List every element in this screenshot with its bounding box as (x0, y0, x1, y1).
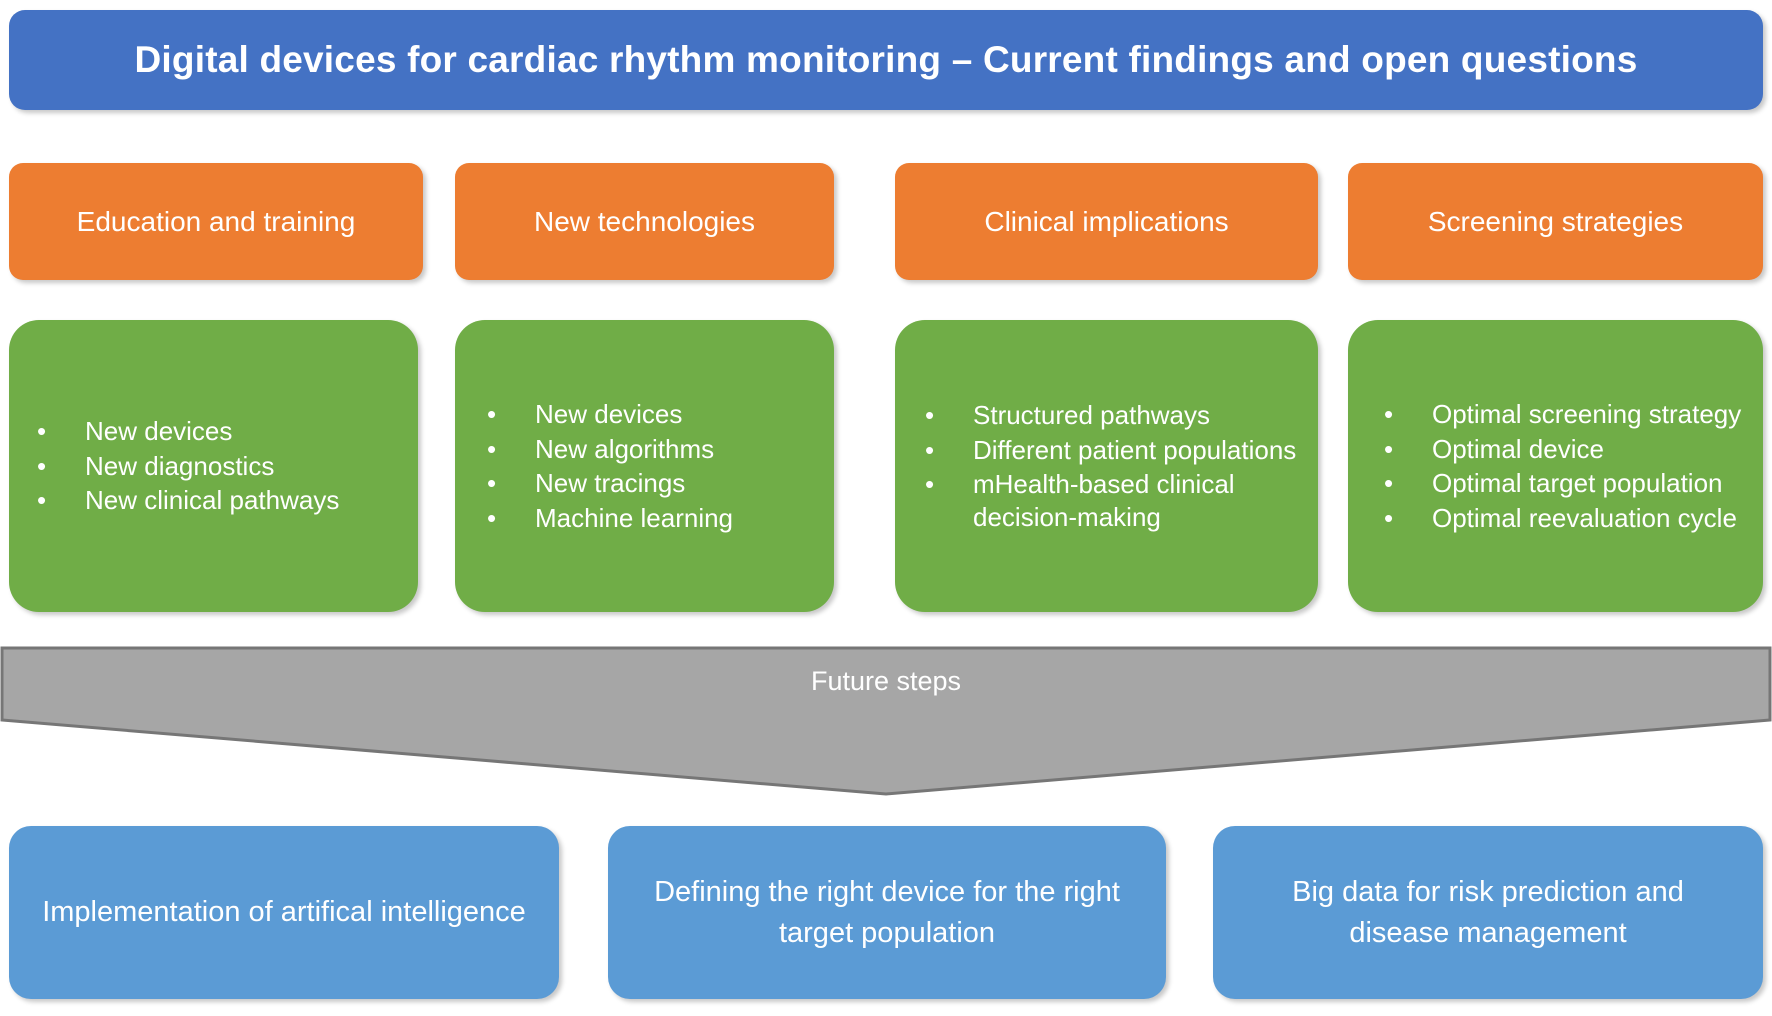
bullet-icon: • (37, 485, 47, 516)
bullet-icon: • (1384, 502, 1394, 533)
bullet-icon: • (37, 450, 47, 481)
detail-bullet-list: • Structured pathways • Different patien… (895, 399, 1318, 533)
list-item-label: Optimal reevaluation cycle (1432, 502, 1737, 533)
list-item-label: New algorithms (535, 433, 715, 464)
detail-bullet-list: • Optimal screening strategy • Optimal d… (1348, 398, 1763, 534)
bullet-icon: • (1384, 433, 1394, 464)
detail-bullet-list: • New devices • New algorithms • New tra… (455, 398, 834, 534)
list-item-label: New clinical pathways (85, 485, 340, 516)
bullet-icon: • (487, 502, 497, 533)
detail-box-clinical-implications: • Structured pathways • Different patien… (895, 320, 1318, 612)
list-item-label: New devices (85, 416, 233, 447)
list-item-label: mHealth-based clinical decision-making (973, 469, 1235, 532)
future-step-box-big-data-risk-prediction: Big data for risk prediction and disease… (1213, 826, 1763, 999)
detail-box-new-technologies: • New devices • New algorithms • New tra… (455, 320, 834, 612)
list-item: • Optimal screening strategy (1378, 398, 1763, 431)
list-item: • New tracings (481, 467, 834, 500)
list-item-label: Structured pathways (973, 400, 1211, 430)
list-item: • New devices (481, 398, 834, 431)
bullet-icon: • (487, 468, 497, 498)
category-box-new-technologies: New technologies (455, 163, 834, 280)
future-steps-arrow: Future steps (0, 644, 1772, 796)
down-arrow-icon (0, 646, 1772, 796)
bullet-icon: • (487, 399, 497, 429)
list-item-label: New devices (535, 399, 683, 429)
list-item-label: New diagnostics (85, 450, 275, 481)
list-item-label: Optimal device (1432, 433, 1604, 464)
list-item: • New diagnostics (31, 450, 418, 483)
list-item: • Optimal reevaluation cycle (1378, 502, 1763, 535)
diagram-title-banner: Digital devices for cardiac rhythm monit… (9, 10, 1763, 110)
list-item-label: Optimal target population (1432, 468, 1723, 498)
detail-bullet-list: • New devices • New diagnostics • New cl… (9, 415, 418, 517)
list-item: • Optimal target population (1378, 467, 1763, 500)
category-box-screening-strategies: Screening strategies (1348, 163, 1763, 280)
bullet-icon: • (1384, 468, 1394, 498)
list-item-label: Optimal screening strategy (1432, 399, 1742, 429)
list-item-label: Different patient populations (973, 434, 1297, 465)
bullet-icon: • (925, 434, 935, 465)
list-item-label: New tracings (535, 468, 686, 498)
future-step-box-right-device-target-population: Defining the right device for the right … (608, 826, 1166, 999)
list-item: • Optimal device (1378, 433, 1763, 466)
detail-box-screening-strategies: • Optimal screening strategy • Optimal d… (1348, 320, 1763, 612)
detail-box-education-and-training: • New devices • New diagnostics • New cl… (9, 320, 418, 612)
category-box-education-and-training: Education and training (9, 163, 423, 280)
list-item: • Structured pathways (919, 399, 1318, 432)
list-item: • New algorithms (481, 433, 834, 466)
future-step-box-artificial-intelligence: Implementation of artifical intelligence (9, 826, 559, 999)
list-item: • mHealth-based clinical decision-making (919, 468, 1318, 533)
list-item: • New clinical pathways (31, 484, 418, 517)
list-item: • New devices (31, 415, 418, 448)
bullet-icon: • (487, 433, 497, 464)
category-box-clinical-implications: Clinical implications (895, 163, 1318, 280)
list-item: • Machine learning (481, 502, 834, 535)
bullet-icon: • (1384, 399, 1394, 429)
bullet-icon: • (925, 469, 935, 499)
bullet-icon: • (925, 400, 935, 430)
bullet-icon: • (37, 416, 47, 447)
list-item-label: Machine learning (535, 502, 734, 533)
future-steps-arrow-shape (0, 646, 1772, 796)
list-item: • Different patient populations (919, 434, 1318, 467)
